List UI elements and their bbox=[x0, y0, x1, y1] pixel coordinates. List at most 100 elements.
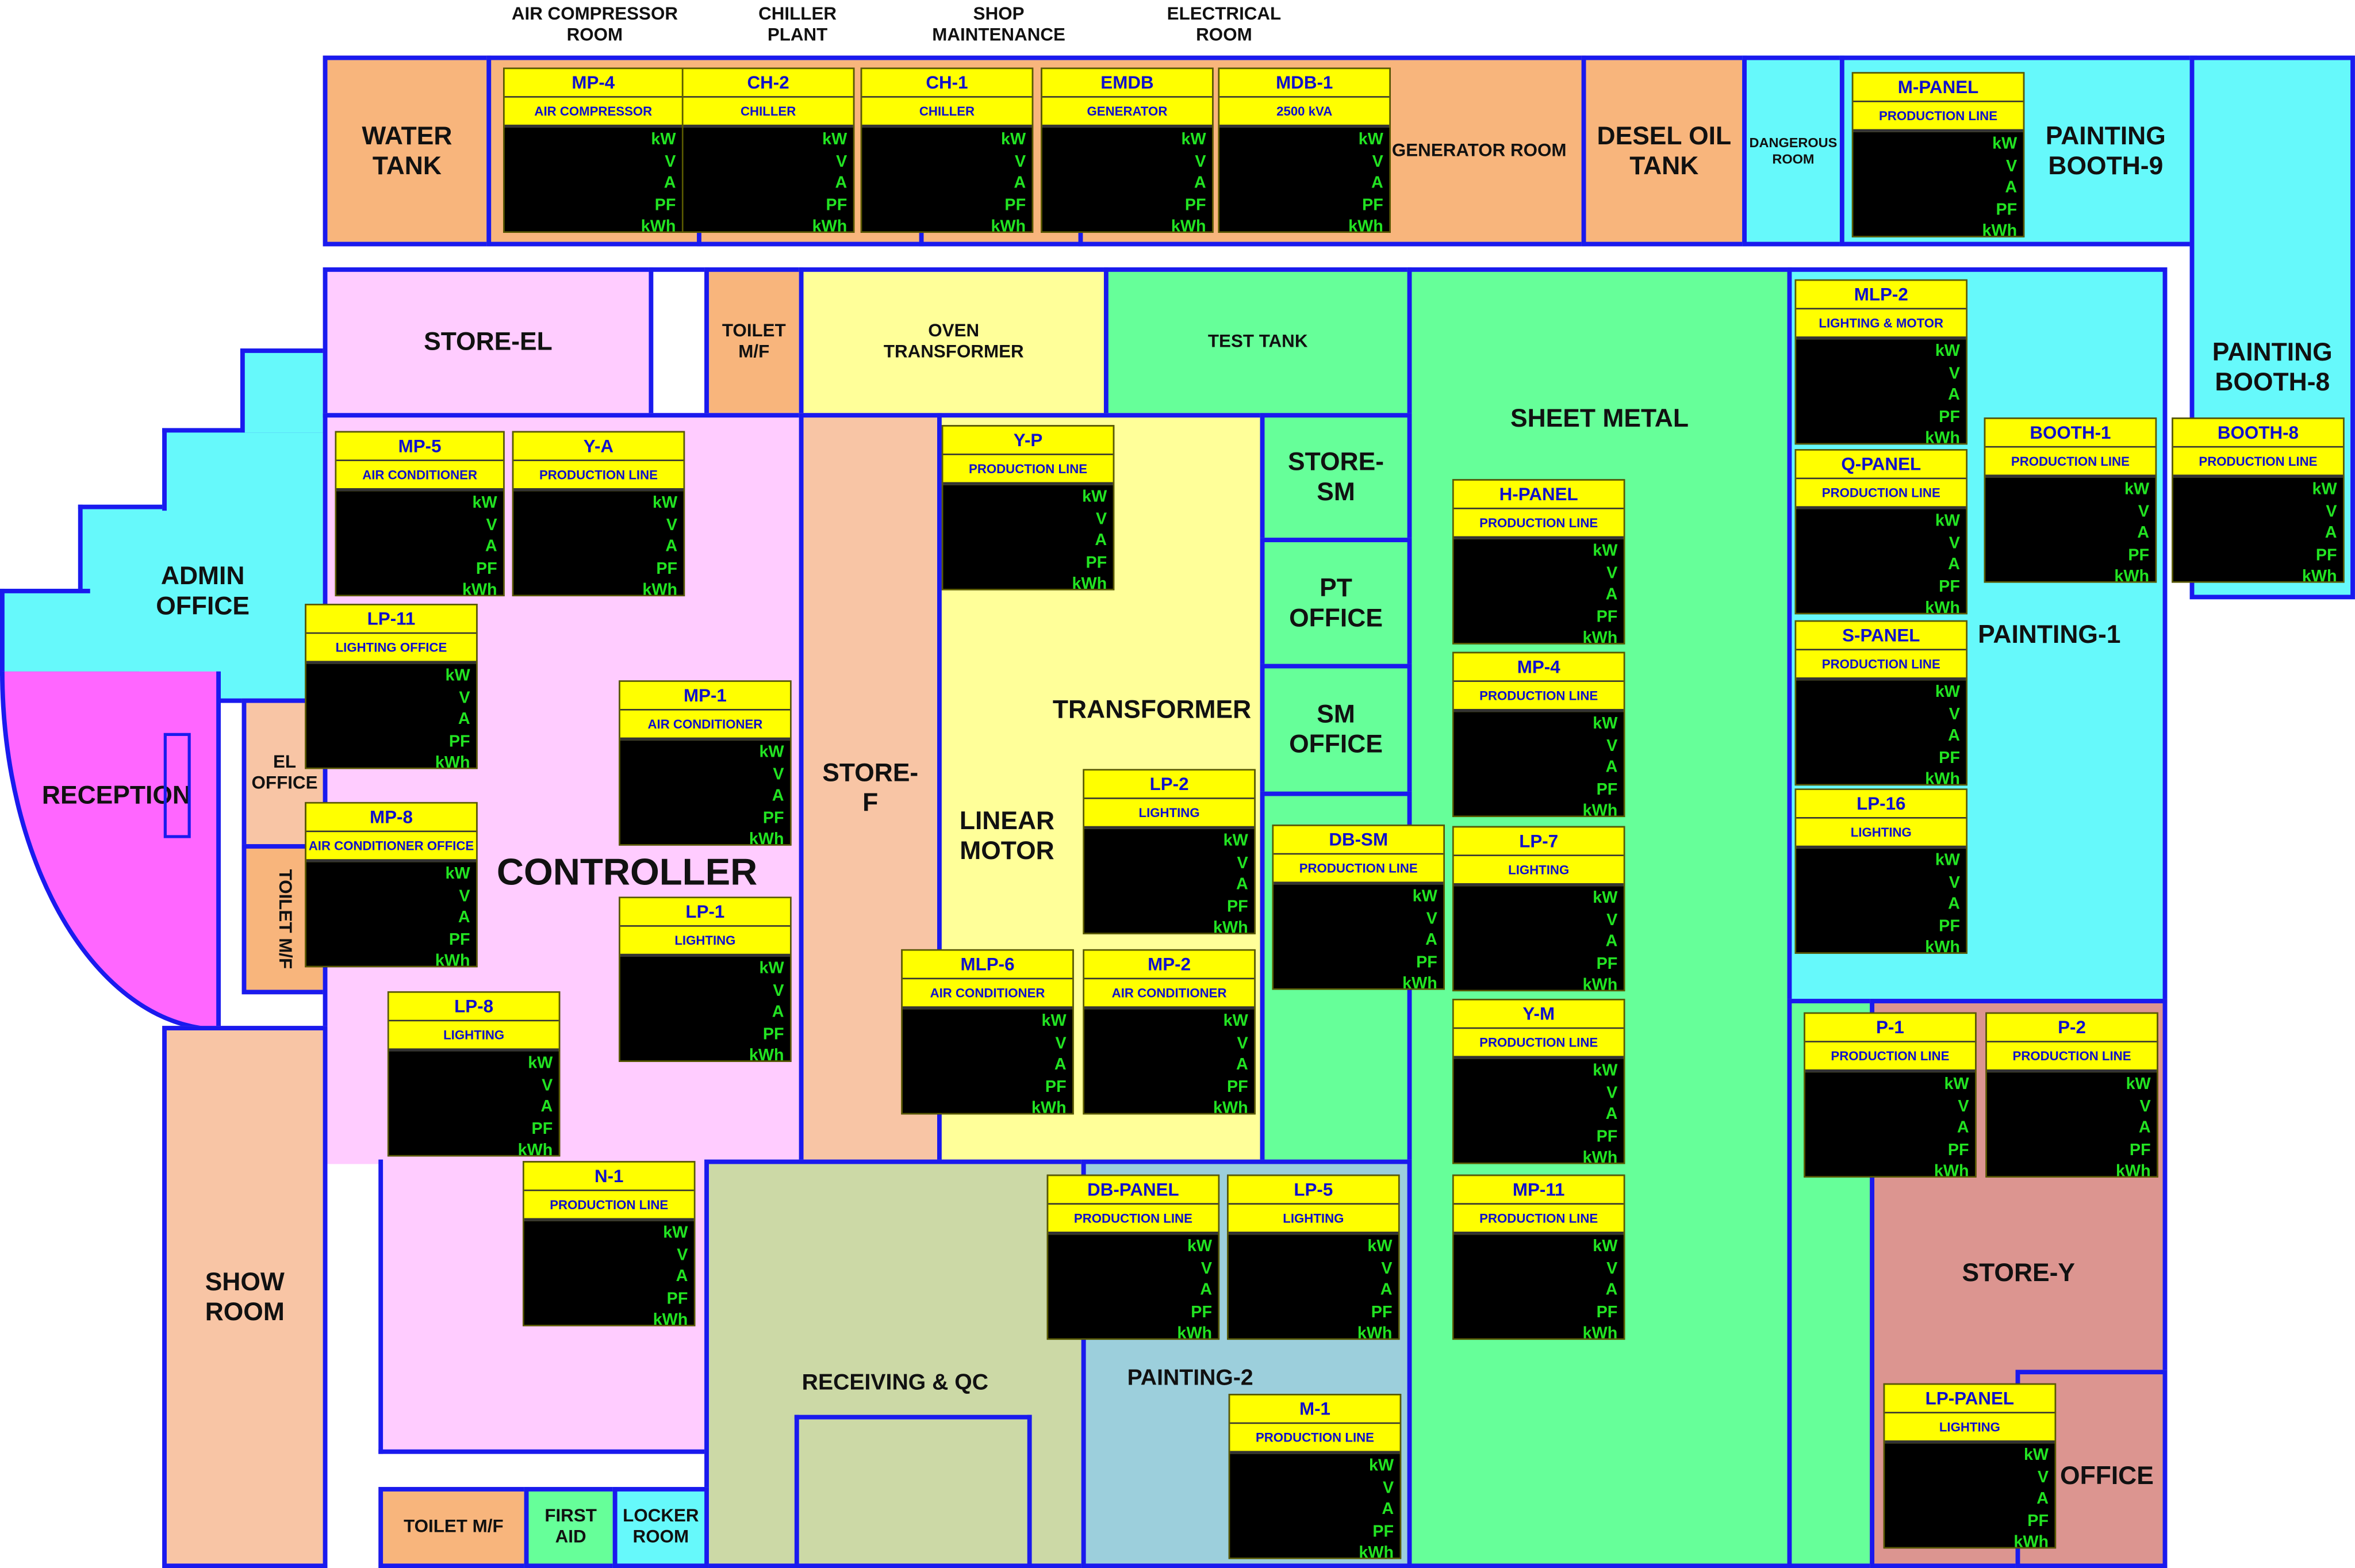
meter-unit-label: kW bbox=[2023, 1446, 2049, 1465]
meter-unit-label: kW bbox=[1041, 1012, 1067, 1030]
transformer-label: TRANSFORMER bbox=[1052, 695, 1252, 724]
meter-unit-label: kW bbox=[1593, 1061, 1618, 1080]
meter-unit-label: kWh bbox=[640, 217, 676, 236]
meter-unit-label: V bbox=[677, 1245, 688, 1264]
meter-unit-label: A bbox=[2138, 1119, 2151, 1137]
meter-unit-label: kWh bbox=[1925, 770, 1960, 789]
meter-unit-label: V bbox=[542, 1076, 553, 1094]
meter-unit-label: PF bbox=[656, 559, 678, 578]
meter-name: MP-5 bbox=[336, 432, 504, 461]
meter-type: PRODUCTION LINE bbox=[1805, 1042, 1976, 1073]
meter-name: BOOTH-8 bbox=[2173, 419, 2344, 448]
reception-door bbox=[163, 733, 191, 838]
meter-unit-label: A bbox=[540, 1098, 553, 1116]
meter-unit-label: PF bbox=[1191, 1303, 1213, 1321]
meter-name: MP-11 bbox=[1453, 1176, 1624, 1205]
meter-name: MP-4 bbox=[1453, 653, 1624, 682]
header-air-compressor-room: AIR COMPRESSOR ROOM bbox=[511, 3, 678, 46]
meter-unit-label: PF bbox=[2315, 546, 2337, 564]
meter-type: AIR CONDITIONER bbox=[620, 710, 791, 741]
meter-type: CHILLER bbox=[683, 97, 853, 128]
meter-unit-label: kWh bbox=[2302, 568, 2337, 586]
meter-unit-label: kWh bbox=[1934, 1162, 1969, 1181]
receiving-dock bbox=[794, 1414, 1032, 1568]
meter-unit-label: V bbox=[1606, 1259, 1618, 1278]
room-label: PAINTING-2 bbox=[1127, 1366, 1253, 1391]
meter-unit-label: PF bbox=[1362, 195, 1383, 214]
meter-unit-label: kWh bbox=[1177, 1324, 1213, 1343]
meter-unit-label: A bbox=[1605, 758, 1618, 777]
meter-unit-label: A bbox=[1382, 1500, 1394, 1519]
room-locker-room: LOCKER ROOM bbox=[612, 1487, 709, 1568]
meter-name: Y-A bbox=[513, 432, 684, 461]
meter-unit-label: kWh bbox=[1925, 938, 1960, 957]
meter-unit-label: kWh bbox=[2114, 568, 2150, 586]
meter-unit-label: kW bbox=[1593, 542, 1618, 561]
meter-unit-label: kWh bbox=[1925, 430, 1960, 448]
meter-name: LP-2 bbox=[1084, 770, 1255, 799]
meter-unit-label: kW bbox=[1369, 1456, 1394, 1475]
meter-unit-label: kW bbox=[1367, 1237, 1393, 1256]
meter-unit-label: V bbox=[1195, 152, 1206, 171]
meter-type: PRODUCTION LINE bbox=[1453, 681, 1624, 712]
meter-unit-label: kWh bbox=[517, 1141, 553, 1160]
meter-unit-label: kWh bbox=[1357, 1324, 1393, 1343]
meter-unit-label: A bbox=[1425, 931, 1437, 949]
meter-unit-label: PF bbox=[1227, 1078, 1248, 1096]
meter-type: 2500 kVA bbox=[1219, 97, 1390, 128]
meter-unit-label: V bbox=[2138, 502, 2150, 521]
meter-unit-label: A bbox=[485, 538, 497, 556]
meter-unit-label: kW bbox=[1935, 512, 1960, 531]
meter-unit-label: A bbox=[458, 908, 470, 927]
meter-name: LP-7 bbox=[1453, 827, 1624, 856]
meter-name: P-1 bbox=[1805, 1014, 1976, 1042]
meter-unit-label: V bbox=[2326, 502, 2337, 521]
meter-unit-label: A bbox=[1236, 1056, 1248, 1074]
meter-unit-label: PF bbox=[1371, 1303, 1393, 1321]
room-store-f: STORE- F bbox=[799, 413, 942, 1164]
meter-unit-label: kW bbox=[528, 1054, 553, 1073]
